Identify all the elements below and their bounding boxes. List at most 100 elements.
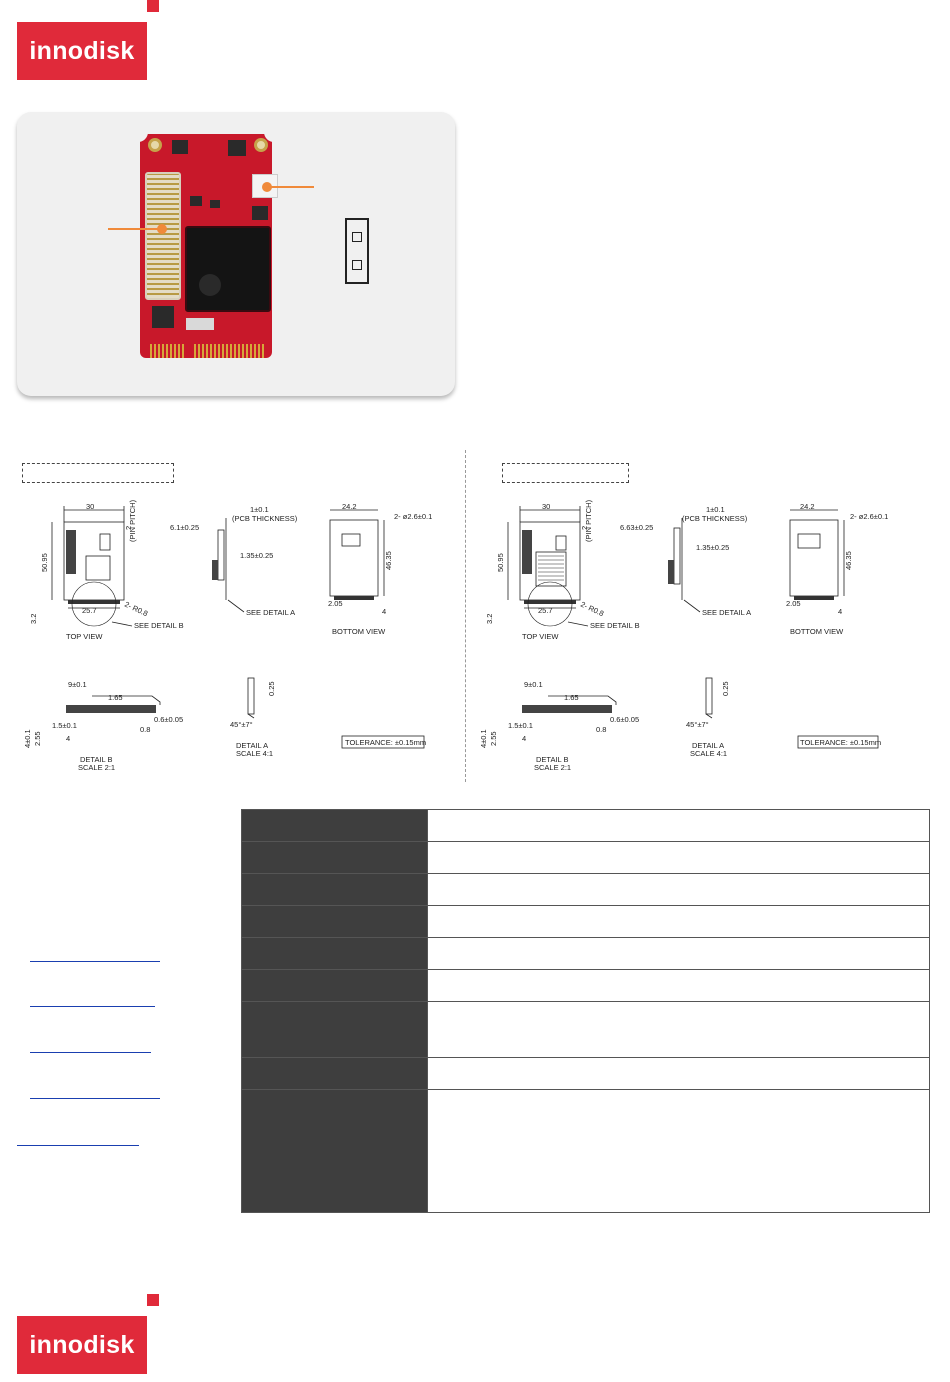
innodisk-logo-footer: innodisk bbox=[17, 1294, 159, 1374]
innodisk-logo: innodisk bbox=[17, 0, 159, 80]
detaila-angle: 45°±7° bbox=[686, 720, 709, 729]
component bbox=[172, 140, 188, 154]
detailb-d1: 9±0.1 bbox=[68, 680, 87, 689]
detailb-d6: 4 bbox=[66, 734, 70, 743]
detailb-d2: 1.65 bbox=[564, 693, 579, 702]
top-height: 50.95 bbox=[40, 553, 49, 572]
callout-dot bbox=[157, 224, 167, 234]
detailb-scale: SCALE 2:1 bbox=[534, 763, 571, 772]
spec-key bbox=[241, 937, 428, 970]
side-link[interactable] bbox=[30, 1052, 151, 1053]
main-chip bbox=[185, 226, 271, 312]
drawing-divider bbox=[465, 450, 466, 782]
top-offset: 3.2 bbox=[485, 614, 494, 624]
bottom-width: 24.2 bbox=[800, 502, 815, 511]
bottom-hole: 2- ø2.6±0.1 bbox=[394, 512, 432, 521]
side-link[interactable] bbox=[30, 1006, 155, 1007]
detailb-d6: 4 bbox=[522, 734, 526, 743]
detailb-d4: 1.5±0.1 bbox=[508, 721, 533, 730]
spec-value bbox=[427, 969, 930, 1002]
spec-value bbox=[427, 937, 930, 970]
table-row bbox=[241, 1001, 930, 1058]
detailb-d1: 9±0.1 bbox=[524, 680, 543, 689]
table-row bbox=[241, 969, 930, 1002]
side-link[interactable] bbox=[30, 1098, 160, 1099]
detailb-d3: 0.6±0.05 bbox=[154, 715, 183, 724]
detailb-d5: 0.8 bbox=[140, 725, 150, 734]
top-width: 30 bbox=[86, 502, 94, 511]
spec-key bbox=[241, 873, 428, 906]
top-edge: 25.7 bbox=[538, 606, 553, 615]
component bbox=[210, 200, 220, 208]
side-thickness: 1±0.1 bbox=[706, 505, 725, 514]
table-row bbox=[241, 1057, 930, 1090]
bottom-height: 46.35 bbox=[384, 551, 393, 570]
bottom-hole: 2- ø2.6±0.1 bbox=[850, 512, 888, 521]
mount-hole-icon bbox=[254, 138, 268, 152]
detailb-v2: 2.55 bbox=[489, 731, 498, 746]
detailb-d2: 1.65 bbox=[108, 693, 123, 702]
table-row bbox=[241, 809, 930, 842]
top-pitch: 2 bbox=[124, 526, 133, 530]
side-detail: SEE DETAIL A bbox=[246, 608, 295, 617]
side-thickness-label: (PCB THICKNESS) bbox=[682, 514, 748, 523]
io-connector bbox=[145, 172, 181, 300]
side-link[interactable] bbox=[17, 1145, 139, 1146]
table-row bbox=[241, 937, 930, 970]
top-pitch-label: (PIN PITCH) bbox=[128, 500, 137, 542]
tolerance-note: TOLERANCE: ±0.15mm bbox=[800, 738, 881, 747]
mechanical-drawing-1: 30 50.95 2 (PIN PITCH) 25.7 2- R0.8 3.2 … bbox=[23, 500, 432, 772]
top-pitch-label: (PIN PITCH) bbox=[584, 500, 593, 542]
spec-key bbox=[241, 1057, 428, 1090]
component bbox=[186, 318, 214, 330]
side-thickness-label: (PCB THICKNESS) bbox=[232, 514, 298, 523]
table-row bbox=[241, 873, 930, 906]
side-offset: 1.35±0.25 bbox=[240, 551, 273, 560]
logo-text: innodisk bbox=[29, 1331, 135, 1359]
spec-value bbox=[427, 1089, 930, 1213]
detailb-v2: 2.55 bbox=[33, 731, 42, 746]
side-detail: SEE DETAIL A bbox=[702, 608, 751, 617]
table-row bbox=[241, 905, 930, 938]
detailb-d3: 0.6±0.05 bbox=[610, 715, 639, 724]
top-view-label: TOP VIEW bbox=[522, 632, 559, 641]
mechanical-drawing-2: 30 50.95 2 (PIN PITCH) 25.7 2- R0.8 3.2 … bbox=[479, 500, 888, 772]
detaila-d1: 0.25 bbox=[267, 681, 276, 696]
callout-line bbox=[108, 228, 162, 230]
spec-value bbox=[427, 1057, 930, 1090]
bottom-gap: 4 bbox=[382, 607, 386, 616]
spec-value bbox=[427, 1001, 930, 1058]
top-detail: SEE DETAIL B bbox=[590, 621, 640, 630]
logo-text: innodisk bbox=[29, 37, 135, 65]
detailb-d5: 0.8 bbox=[596, 725, 606, 734]
table-row bbox=[241, 1089, 930, 1213]
top-edge: 25.7 bbox=[82, 606, 97, 615]
spec-value bbox=[427, 841, 930, 874]
top-radius: 2- R0.8 bbox=[579, 600, 605, 619]
detailb-scale: SCALE 2:1 bbox=[78, 763, 115, 772]
spec-value bbox=[427, 905, 930, 938]
detaila-angle: 45°±7° bbox=[230, 720, 253, 729]
bottom-view-label: BOTTOM VIEW bbox=[790, 627, 844, 636]
side-height: 6.63±0.25 bbox=[620, 523, 653, 532]
spec-key bbox=[241, 905, 428, 938]
detailb-d4: 1.5±0.1 bbox=[52, 721, 77, 730]
detailb-title: DETAIL B bbox=[536, 755, 569, 764]
side-thickness: 1±0.1 bbox=[250, 505, 269, 514]
table-row bbox=[241, 841, 930, 874]
gold-fingers bbox=[150, 344, 184, 358]
component bbox=[228, 140, 246, 156]
side-link[interactable] bbox=[30, 961, 160, 962]
callout-dot bbox=[262, 182, 272, 192]
component bbox=[252, 206, 268, 220]
callout-line bbox=[268, 186, 314, 188]
bottom-left: 2.05 bbox=[328, 599, 343, 608]
detaila-title: DETAIL A bbox=[692, 741, 724, 750]
pin-diagram bbox=[345, 218, 369, 284]
bottom-height: 46.35 bbox=[844, 551, 853, 570]
spec-key bbox=[241, 809, 428, 842]
top-width: 30 bbox=[542, 502, 550, 511]
bottom-width: 24.2 bbox=[342, 502, 357, 511]
component bbox=[152, 306, 174, 328]
spec-table bbox=[241, 809, 930, 1213]
